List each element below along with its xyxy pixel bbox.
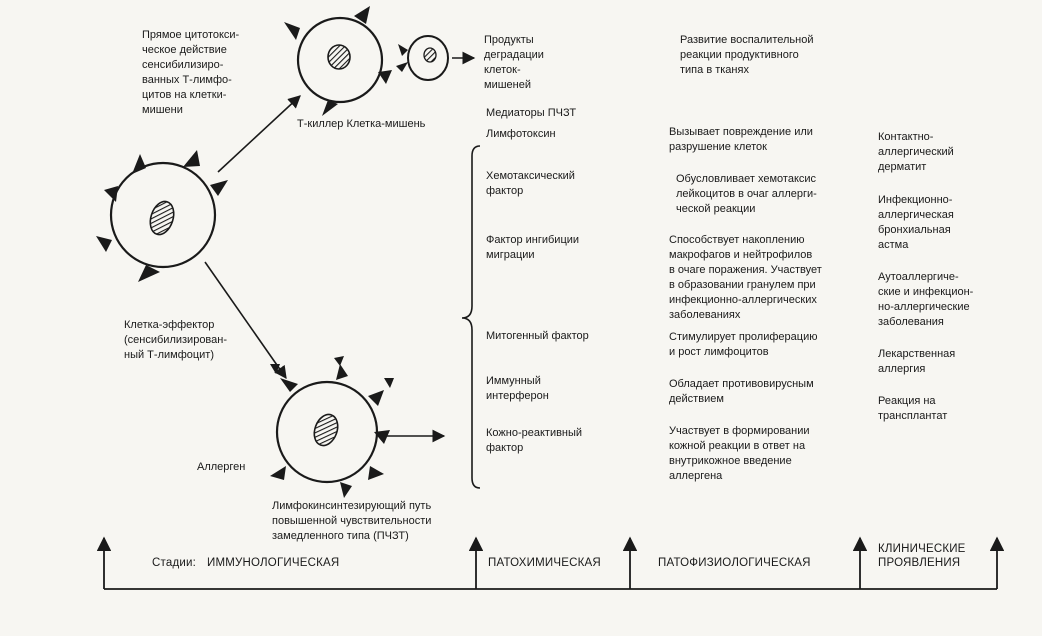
target-cell-receptors xyxy=(396,44,408,72)
t-killer-label: Т-киллер Клетка-мишень xyxy=(297,118,426,130)
clinical-item: Инфекционно- аллергическая бронхиальная … xyxy=(878,194,954,251)
arrow-to-lymphokine-cell xyxy=(204,261,287,380)
mediator-name: Лимфотоксин xyxy=(486,128,556,140)
mediator-name: Хемотаксический фактор xyxy=(486,170,575,197)
mediator-name: Фактор ингибиции миграции xyxy=(486,234,580,261)
t-killer-receptors xyxy=(284,6,392,116)
stage-prefix: Стадии: xyxy=(152,557,196,569)
effector-label: Клетка-эффектор (сенсибилизирован- ный Т… xyxy=(124,319,228,361)
flow-arrows xyxy=(204,51,476,443)
pathway-label: Лимфокинсинтезирующий путь повышенной чу… xyxy=(272,500,432,542)
stage-pathophysiological: ПАТОФИЗИОЛОГИЧЕСКАЯ xyxy=(658,557,811,569)
t-killer-description: Прямое цитотокси- ческое действие сенсиб… xyxy=(142,29,240,116)
effector-cell xyxy=(96,150,228,282)
arrow-to-t-killer xyxy=(217,95,301,173)
clinical-item: Реакция на трансплантат xyxy=(878,395,948,422)
mediator-effect: Стимулирует пролиферацию и рост лимфоцит… xyxy=(669,331,818,358)
lymphokine-receptors xyxy=(270,364,390,498)
clinical-item: Контактно- аллергический дерматит xyxy=(878,131,954,173)
mediator-name: Иммунный интерферон xyxy=(486,375,549,402)
mediator-effect: Вызывает повреждение или разрушение клет… xyxy=(669,126,813,153)
allergen-label: Аллерген xyxy=(197,461,246,473)
degradation-effect: Развитие воспалительной реакции продукти… xyxy=(680,34,814,76)
stage-immunological: ИММУНОЛОГИЧЕСКАЯ xyxy=(207,557,340,569)
mediators-brace xyxy=(461,145,481,489)
lymphokine-cell xyxy=(270,356,394,498)
mediator-effect: Обусловливает хемотаксис лейкоцитов в оч… xyxy=(676,173,817,215)
mediator-effect: Участвует в формировании кожной реакции … xyxy=(669,425,810,482)
mediators-header: Медиаторы ПЧЗТ xyxy=(486,107,577,119)
target-cell xyxy=(396,35,449,81)
effector-receptors xyxy=(96,150,228,282)
degradation-products: Продукты деградации клеток- мишеней xyxy=(484,34,544,91)
mediator-effect: Способствует накоплению макрофагов и ней… xyxy=(669,234,822,321)
stage-pathochemical: ПАТОХИМИЧЕСКАЯ xyxy=(488,557,601,569)
stage-axis xyxy=(96,536,1005,590)
mediator-effect: Обладает противовирусным действием xyxy=(669,378,814,405)
stage-clinical: КЛИНИЧЕСКИЕ ПРОЯВЛЕНИЯ xyxy=(878,543,966,569)
clinical-item: Лекарственная аллергия xyxy=(878,348,956,375)
clinical-item: Аутоаллергиче- ские и инфекцион- но-алле… xyxy=(878,271,974,328)
mediator-name: Кожно-реактивный фактор xyxy=(486,427,583,454)
mediator-name: Митогенный фактор xyxy=(486,330,589,342)
t-killer-cell xyxy=(284,6,392,116)
